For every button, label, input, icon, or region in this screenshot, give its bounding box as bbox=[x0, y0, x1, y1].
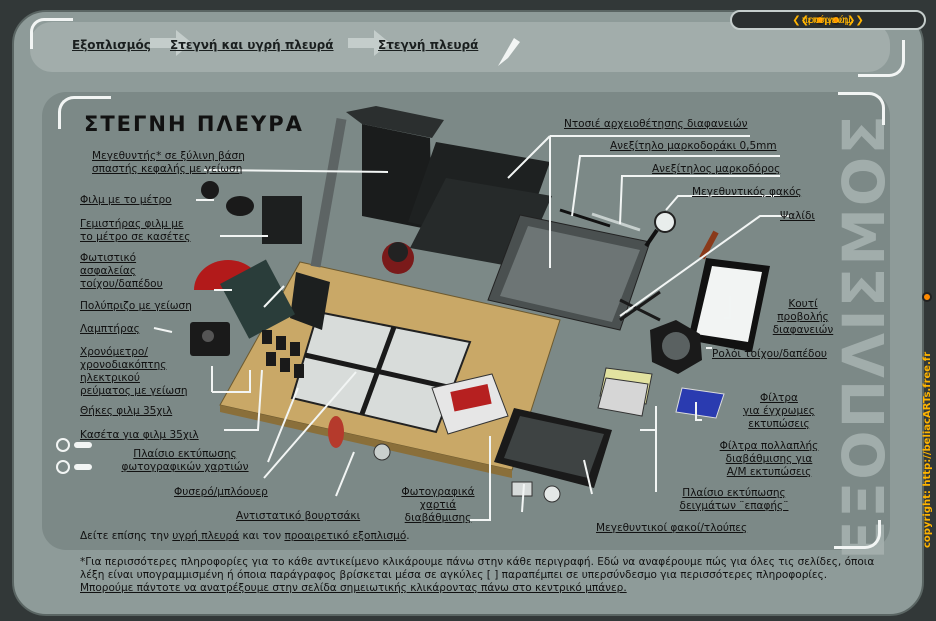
label-photo-paper[interactable]: Φωτογραφικά χαρτιά διαβάθμισης bbox=[401, 486, 475, 524]
corner-bracket bbox=[834, 520, 881, 549]
label-blower[interactable]: Φυσερό/μπλόουερ bbox=[174, 486, 268, 498]
arrow-right-icon bbox=[150, 30, 192, 56]
enlarger-column bbox=[310, 118, 347, 268]
label-marker-fine[interactable]: Ανεξίτηλο μαρκοδοράκι 0,5mm bbox=[610, 140, 777, 152]
antistatic-brush bbox=[373, 443, 391, 461]
label-marker[interactable]: Ανεξίτηλος μαρκοδόρος bbox=[652, 163, 781, 175]
film-can bbox=[201, 181, 219, 199]
label-enlarger-lenses[interactable]: Μεγεθυντικοί φακοί/τλούπες bbox=[596, 522, 748, 534]
label-scissors[interactable]: Ψαλίδι bbox=[780, 210, 815, 222]
scissors bbox=[619, 290, 661, 322]
enlarger-lens-loupe bbox=[543, 485, 561, 503]
copyright-text[interactable]: copyright: http://beliacARTs.free.fr bbox=[922, 351, 933, 548]
label-color-filters[interactable]: Φίλτρα για έγχρωμες εκτυπώσεις bbox=[743, 392, 815, 430]
label-film-loader[interactable]: Γεμιστήρας φιλμ με το μέτρο σε κασέτες bbox=[80, 218, 191, 243]
blower bbox=[328, 416, 344, 448]
next-dot-icon bbox=[831, 15, 841, 25]
multigrade-filters bbox=[675, 387, 725, 419]
label-magnifier[interactable]: Μεγεθυντικός φακός bbox=[692, 186, 802, 198]
footer-text: *Για περισσότερες πληροφορίες για το κάθ… bbox=[80, 556, 875, 581]
label-multigrade-filters[interactable]: Φίλτρα πολλαπλής διαβάθμισης για Α/Μ εκτ… bbox=[719, 440, 819, 478]
label-safelight[interactable]: Φωτιστικό ασφαλείας τοίχου/δαπέδου bbox=[80, 252, 163, 290]
link-wet-side[interactable]: υγρή πλευρά bbox=[172, 530, 240, 542]
breadcrumb-equipment[interactable]: Εξοπλισμός bbox=[72, 38, 151, 52]
prev-dot-icon bbox=[815, 15, 825, 25]
corner-bracket bbox=[838, 92, 885, 125]
see-also-middle: και τον bbox=[242, 530, 282, 542]
enlarger-lens-loupe bbox=[511, 481, 533, 497]
next-label[interactable]: επόμενη bbox=[807, 14, 849, 26]
see-also-suffix: . bbox=[406, 530, 410, 542]
prev-label[interactable]: προηγούμ. bbox=[801, 14, 855, 26]
label-film-meter[interactable]: Φιλμ με το μέτρο bbox=[80, 194, 172, 206]
label-power-strip[interactable]: Πολύπριζο με γείωση bbox=[80, 300, 192, 312]
breadcrumb-dry-side[interactable]: Στεγνή πλευρά bbox=[378, 38, 479, 52]
marker-fine-pen bbox=[591, 212, 641, 232]
label-lamp[interactable]: Λαμπτήρας bbox=[80, 323, 140, 335]
link-optional-equipment[interactable]: προαιρετικό εξοπλισμό bbox=[284, 530, 407, 542]
footer-note: *Για περισσότερες πληροφορίες για το κάθ… bbox=[80, 556, 880, 595]
label-film-cans[interactable]: Θήκες φιλμ 35χιλ bbox=[80, 405, 173, 417]
pill-icon bbox=[74, 464, 92, 470]
label-brush[interactable]: Αντιστατικό βουρτσάκι bbox=[236, 510, 361, 522]
see-also-prefix: Δείτε επίσης την bbox=[80, 530, 169, 542]
label-cassette[interactable]: Κασέτα για φιλμ 35χιλ bbox=[80, 429, 199, 441]
arrow-right-icon bbox=[348, 30, 390, 56]
double-chevron-right-icon: ❯❯ bbox=[847, 14, 864, 26]
copyright-side: copyright: http://beliacARTs.free.fr bbox=[918, 300, 936, 550]
pill-icon bbox=[74, 442, 92, 448]
quill-icon bbox=[498, 38, 520, 66]
prev-next-button[interactable]: ❮❮ προηγούμ. επόμενη ❯❯ bbox=[730, 10, 926, 30]
magnifier bbox=[654, 211, 676, 233]
film-loader bbox=[262, 196, 302, 244]
marker-pen bbox=[559, 208, 611, 228]
see-also-line: Δείτε επίσης την υγρή πλευρά και τον προ… bbox=[80, 530, 410, 542]
label-light-box[interactable]: Κουτί προβολής διαφανειών bbox=[772, 298, 834, 336]
breadcrumb-dry-wet[interactable]: Στεγνή και υγρή πλευρά bbox=[170, 38, 334, 52]
label-wall-clock[interactable]: Ρολόι τοίχου/δαπέδου bbox=[712, 348, 827, 360]
page-title: ΣΤΕΓΝΗ ΠΛΕΥΡΑ bbox=[84, 112, 304, 136]
footer-link[interactable]: Μπορούμε πάντοτε να ανατρέξουμε στην σελ… bbox=[80, 582, 627, 594]
label-timer[interactable]: Χρονόμετρο/ χρονοδιακόπτης ηλεκτρικού ρε… bbox=[80, 346, 188, 397]
power-strip bbox=[220, 259, 296, 339]
double-chevron-left-icon: ❮❮ bbox=[792, 14, 809, 26]
enlarger-foot bbox=[290, 272, 330, 330]
leader-lines bbox=[153, 135, 790, 521]
label-archive-folder[interactable]: Ντοσιέ αρχειοθέτησης διαφανειών bbox=[564, 118, 748, 130]
ring-icon bbox=[56, 460, 70, 474]
corner-bracket bbox=[30, 18, 73, 49]
film-can bbox=[226, 196, 254, 216]
copyright-dot-icon bbox=[922, 292, 932, 302]
label-easel[interactable]: Πλαίσιο εκτύπωσης φωτογραφικών χαρτιών bbox=[121, 448, 249, 473]
label-contact-frame[interactable]: Πλαίσιο εκτύπωσης δειγμάτων ¨επαφής¨ bbox=[679, 487, 789, 512]
film-canisters bbox=[262, 330, 304, 378]
ring-icon bbox=[56, 438, 70, 452]
wooden-base-edge bbox=[220, 405, 512, 478]
corner-bracket bbox=[58, 96, 111, 129]
corner-bracket bbox=[858, 40, 905, 77]
label-enlarger[interactable]: Μεγεθυντής* σε ξύλινη βάση σπαστής κεφαλ… bbox=[92, 150, 245, 175]
